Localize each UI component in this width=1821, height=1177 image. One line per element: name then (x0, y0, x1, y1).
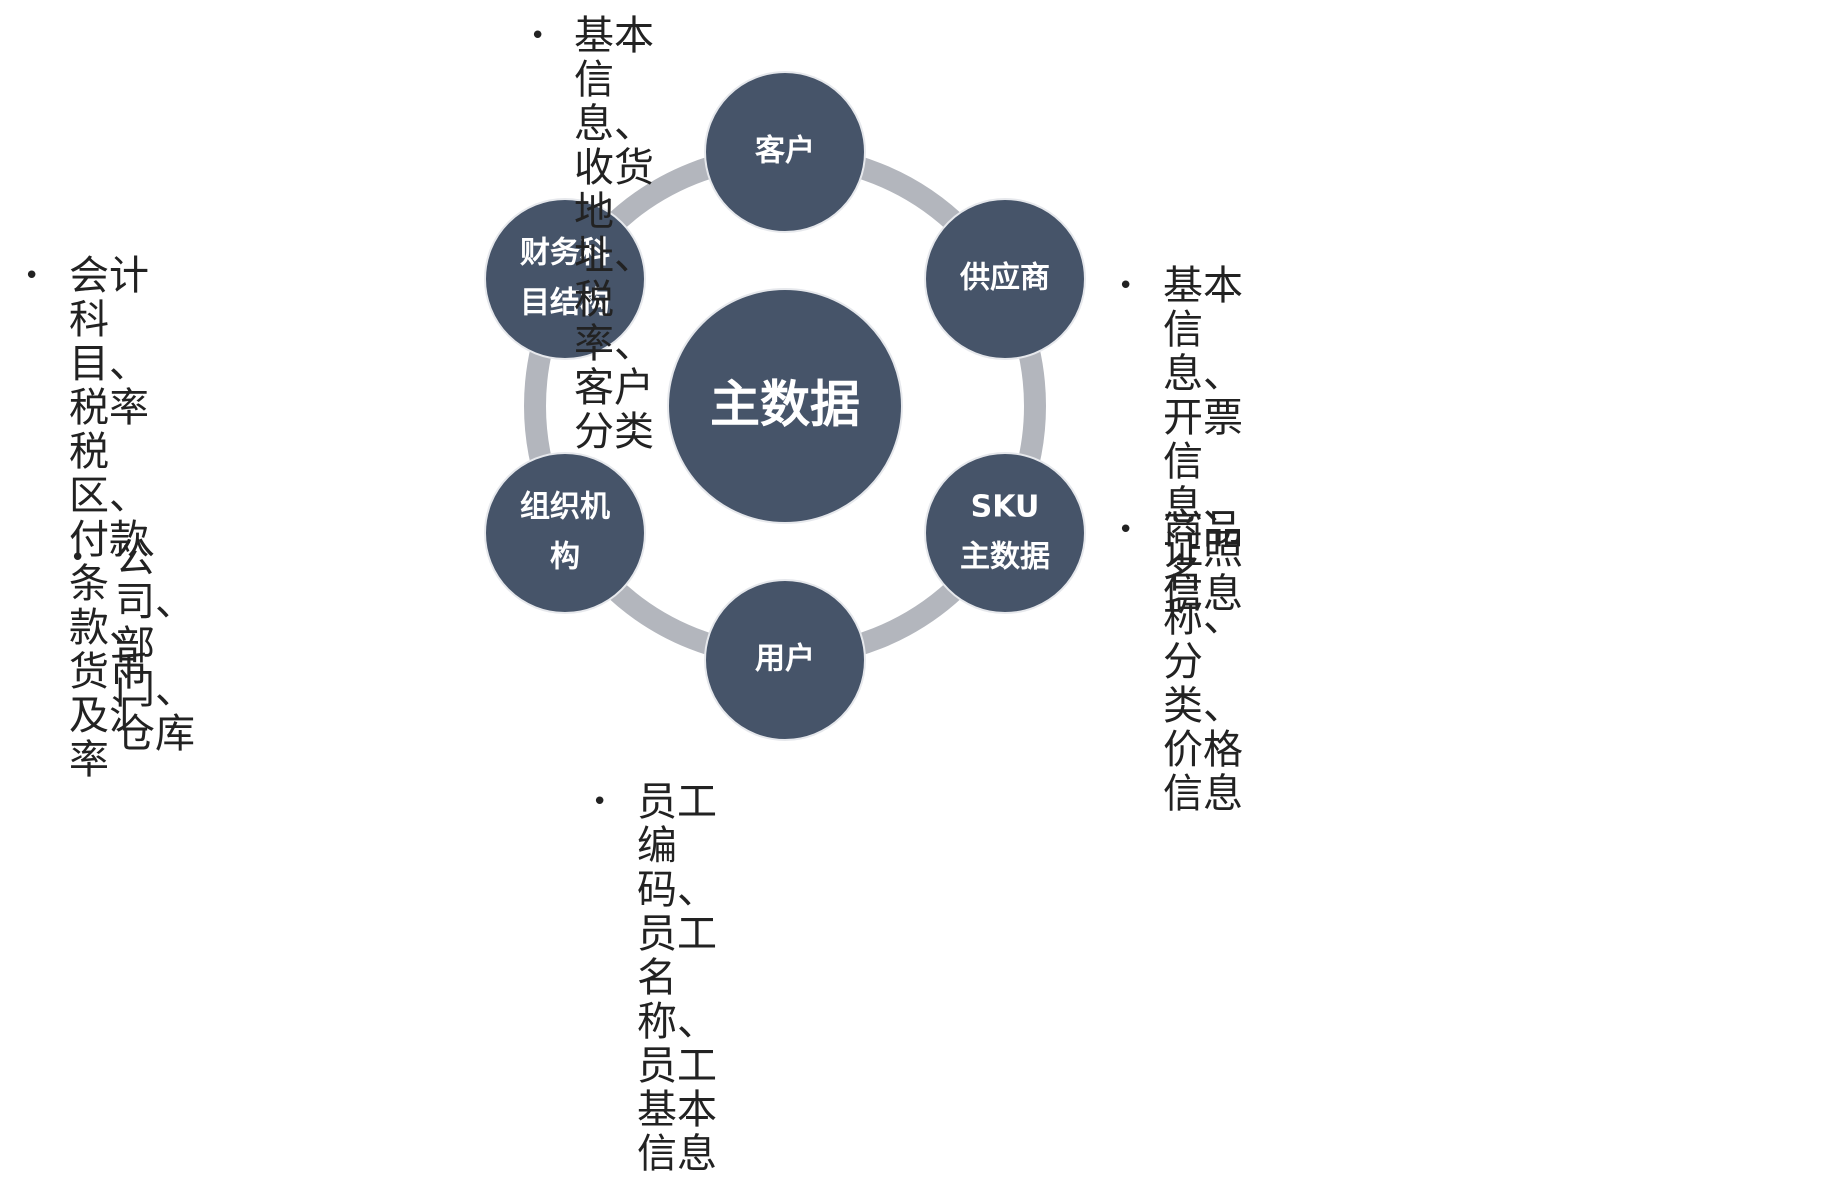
node-user: 用户 (704, 579, 866, 741)
desc-supplier-text: 基本信息、开票信息、证照信息 (1163, 263, 1243, 617)
bullet-icon: • (24, 261, 40, 291)
bullet-icon: • (1118, 271, 1134, 301)
center-circle (667, 288, 903, 524)
node-finance-circle (484, 198, 646, 360)
node-org-circle (484, 452, 646, 614)
node-supplier-label: 供应商 (959, 261, 1050, 296)
desc-user-text: 员工编码、员工名称、员工基本信息 (637, 779, 717, 1177)
node-sku-circle (924, 452, 1086, 614)
node-sku-label: 主数据 (960, 540, 1050, 575)
center-node: 主数据 (667, 288, 903, 524)
desc-customer-text: 基本信息、收货地址、税率、客户分类 (574, 13, 654, 455)
node-customer-circle (704, 71, 866, 233)
desc-org-text: 公司、部门、仓库 (115, 535, 195, 757)
node-user-circle (704, 579, 866, 741)
node-finance-label: 目结构 (520, 286, 610, 321)
bullet-icon: • (1118, 515, 1134, 545)
node-customer: 客户 (704, 71, 866, 233)
node-org-label: 组织机 (520, 490, 610, 525)
center-label: 主数据 (710, 376, 860, 434)
node-org-label: 构 (550, 540, 580, 575)
node-customer-label: 客户 (755, 134, 815, 169)
bullet-icon: • (70, 543, 86, 573)
node-finance-label: 财务科 (520, 236, 610, 271)
node-sku: SKU 主数据 (924, 452, 1086, 614)
bullet-icon: • (592, 787, 608, 817)
node-supplier: 供应商 (924, 198, 1086, 360)
desc-sku-text: 商品名称、分类、价格信息 (1163, 507, 1243, 817)
node-user-label: 用户 (755, 642, 815, 677)
node-supplier-circle (924, 198, 1086, 360)
node-sku-label: SKU (971, 490, 1040, 525)
desc-finance-text: 会计科目、税率税区、 付款条款、货币及汇 率 (69, 253, 149, 783)
bullet-icon: • (530, 21, 546, 51)
